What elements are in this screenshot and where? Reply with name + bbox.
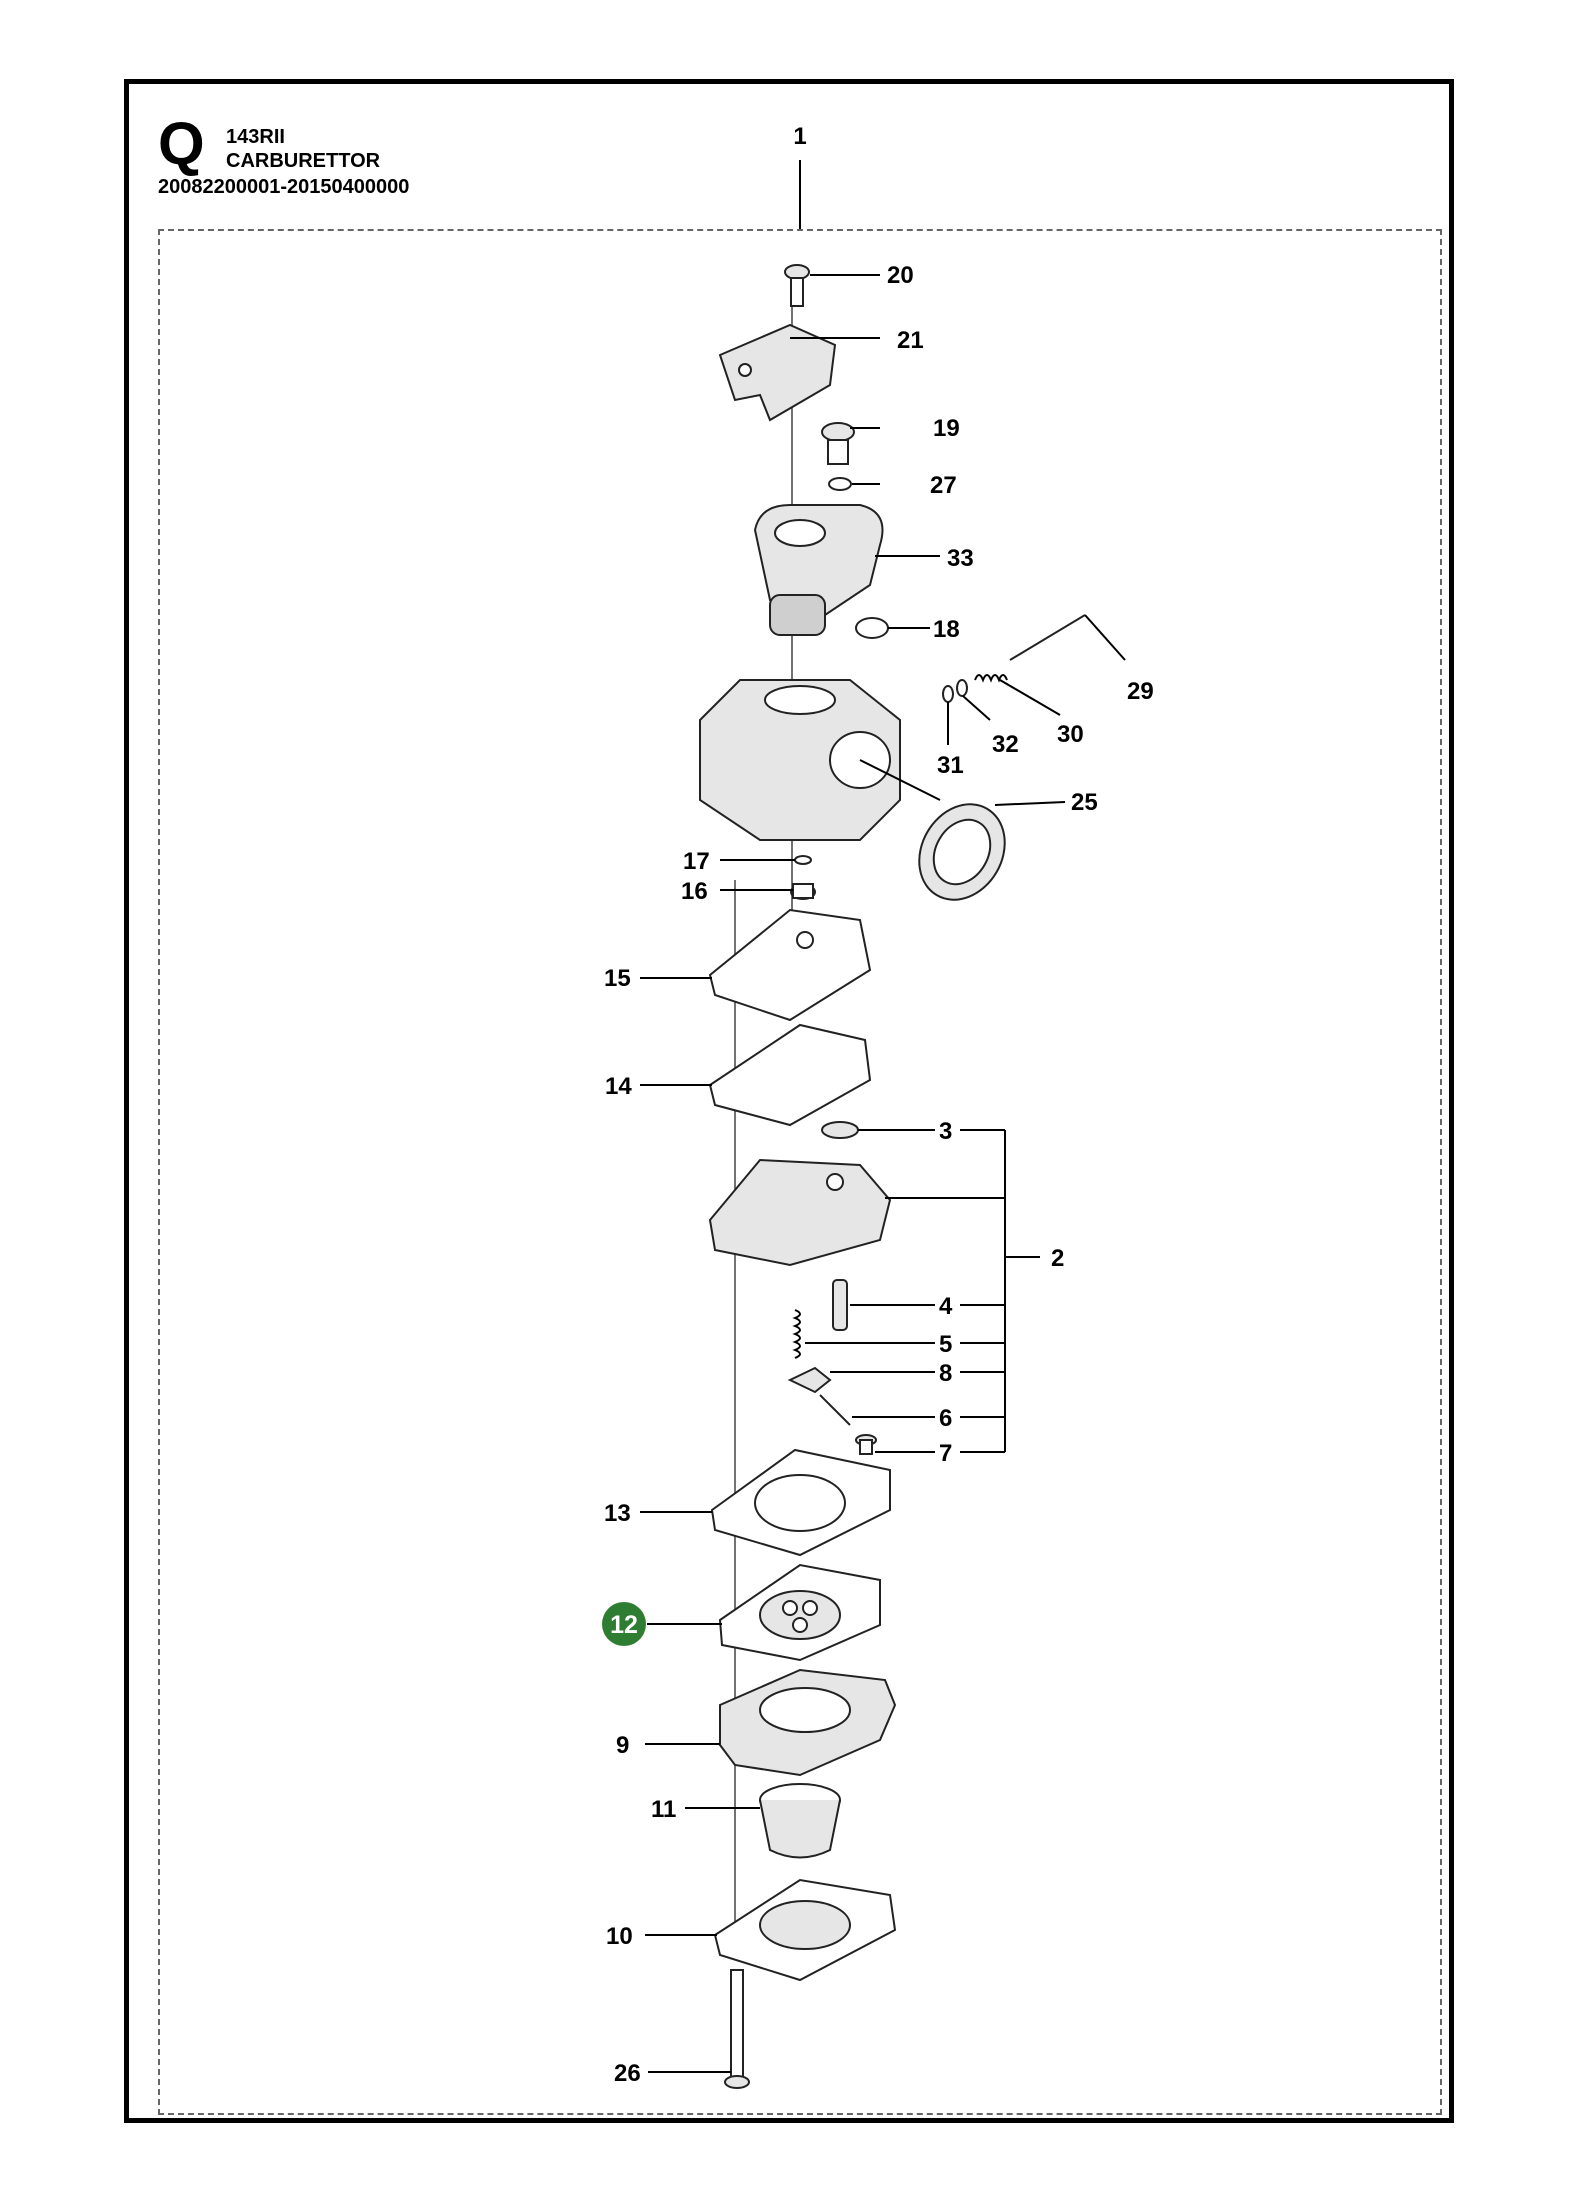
part-5-spring[interactable] bbox=[792, 1309, 1005, 1359]
part-2-metering-cover[interactable] bbox=[708, 1158, 1005, 1267]
part-29-needle[interactable] bbox=[1009, 614, 1126, 661]
callout-21: 21 bbox=[897, 327, 924, 354]
callout-8: 8 bbox=[939, 1360, 952, 1387]
callout-4: 4 bbox=[939, 1293, 953, 1320]
serial-range: 20082200001-20150400000 bbox=[158, 176, 410, 198]
assembly-boundary bbox=[158, 229, 1442, 2115]
callout-2: 2 bbox=[1051, 1245, 1064, 1272]
part-31-washer[interactable] bbox=[942, 685, 954, 745]
part-8-metering-lever[interactable] bbox=[787, 1366, 1005, 1394]
part-14-diaphragm[interactable] bbox=[640, 1023, 872, 1127]
model-name: 143RII bbox=[226, 126, 285, 148]
part-20-screw[interactable] bbox=[784, 264, 880, 307]
callout-25: 25 bbox=[1071, 789, 1098, 816]
part-33-throttle-barrel[interactable] bbox=[753, 504, 940, 636]
callout-31: 31 bbox=[937, 752, 964, 779]
part-15-gasket[interactable] bbox=[640, 908, 872, 1022]
callout-16: 16 bbox=[681, 878, 708, 905]
callout-10: 10 bbox=[606, 1923, 633, 1950]
part-10-cover-plate[interactable] bbox=[645, 1878, 897, 1982]
part-7-screw[interactable] bbox=[855, 1434, 1005, 1455]
callout-30: 30 bbox=[1057, 721, 1084, 748]
outer-frame bbox=[124, 79, 1454, 2123]
callout-1: 1 bbox=[793, 123, 806, 150]
part-30-spring[interactable] bbox=[974, 674, 1061, 716]
callout-15: 15 bbox=[604, 965, 631, 992]
callout-9: 9 bbox=[616, 1732, 629, 1759]
part-11-filter-cup[interactable] bbox=[685, 1783, 841, 1859]
callout-19: 19 bbox=[933, 415, 960, 442]
callout-13: 13 bbox=[604, 1500, 631, 1527]
callout-6: 6 bbox=[939, 1405, 952, 1432]
part-19-screw[interactable] bbox=[821, 422, 880, 465]
part-27-washer[interactable] bbox=[828, 477, 880, 491]
section-letter: Q bbox=[158, 110, 205, 177]
callout-5: 5 bbox=[939, 1331, 952, 1358]
part-9-pump-cover[interactable] bbox=[645, 1668, 897, 1777]
callout-14: 14 bbox=[605, 1073, 632, 1100]
callout-29: 29 bbox=[1127, 678, 1154, 705]
callout-17: 17 bbox=[683, 848, 710, 875]
part-12-pump-diaphragm[interactable] bbox=[647, 1563, 881, 1662]
part-16-plug[interactable] bbox=[720, 883, 816, 900]
callout-3: 3 bbox=[939, 1118, 952, 1145]
part-17-o-ring[interactable] bbox=[720, 855, 812, 865]
part-25-seal-ring[interactable] bbox=[902, 789, 1066, 916]
part-13-pump-gasket[interactable] bbox=[640, 1448, 891, 1557]
callout-11: 11 bbox=[651, 1796, 676, 1823]
part-6-lever-pin[interactable] bbox=[819, 1394, 1005, 1426]
assembly-name: CARBURETTOR bbox=[226, 150, 381, 172]
callout-7: 7 bbox=[939, 1440, 952, 1467]
callout-18: 18 bbox=[933, 616, 960, 643]
group-bracket-2 bbox=[960, 1129, 1040, 1452]
callout-33: 33 bbox=[947, 545, 974, 572]
callout-26: 26 bbox=[614, 2060, 641, 2087]
part-4-inlet-needle[interactable] bbox=[832, 1279, 1005, 1331]
callout-20: 20 bbox=[887, 262, 914, 289]
callout-27: 27 bbox=[930, 472, 957, 499]
callout-12-highlight bbox=[602, 1602, 646, 1646]
carburettor-body[interactable] bbox=[699, 679, 941, 841]
part-21-bracket[interactable] bbox=[718, 323, 880, 422]
part-3-filter-screen[interactable] bbox=[821, 1121, 935, 1139]
part-18-ring[interactable] bbox=[855, 617, 930, 639]
callout-12: 12 bbox=[610, 1611, 638, 1639]
callout-32: 32 bbox=[992, 731, 1019, 758]
part-32-o-ring[interactable] bbox=[956, 679, 991, 721]
part-26-long-screw[interactable] bbox=[648, 1969, 750, 2089]
